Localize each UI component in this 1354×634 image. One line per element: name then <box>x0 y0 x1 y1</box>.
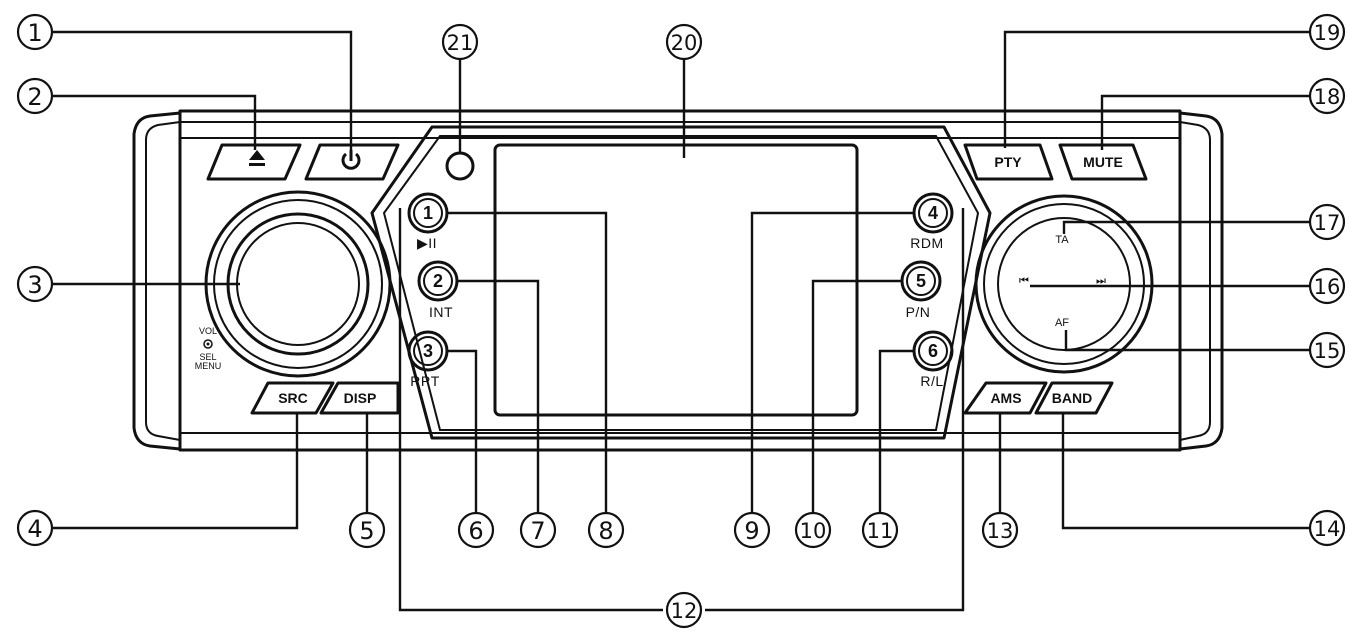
callout-15: 15 <box>1308 331 1346 369</box>
svg-text:2: 2 <box>27 83 42 111</box>
menu-text: MENU <box>195 361 222 371</box>
key-6-number: 6 <box>928 341 938 361</box>
svg-text:7: 7 <box>530 517 545 545</box>
svg-text:3: 3 <box>27 271 42 299</box>
svg-text:19: 19 <box>1314 21 1341 45</box>
key-2[interactable]: 2 <box>417 260 459 302</box>
key-1[interactable]: 1 <box>407 192 449 234</box>
callout-4: 4 <box>16 509 54 547</box>
callout-2: 2 <box>16 77 54 115</box>
callout-5: 5 <box>348 511 386 549</box>
band-button[interactable]: BAND <box>1034 381 1114 415</box>
pty-label: PTY <box>994 154 1022 170</box>
key-4[interactable]: 4 <box>912 192 954 234</box>
svg-text:5: 5 <box>359 517 374 545</box>
pty-button[interactable]: PTY <box>963 143 1054 181</box>
svg-text:6: 6 <box>468 517 483 545</box>
callout-1: 1 <box>16 13 54 51</box>
callout-11: 11 <box>861 511 899 549</box>
callout-7: 7 <box>519 511 557 549</box>
ta-label[interactable]: TA <box>1055 234 1069 246</box>
svg-text:11: 11 <box>867 519 894 543</box>
svg-text:15: 15 <box>1314 339 1341 363</box>
svg-text:10: 10 <box>800 519 827 543</box>
ams-button[interactable]: AMS <box>963 381 1048 415</box>
svg-text:17: 17 <box>1314 211 1341 235</box>
prev-track-icon[interactable]: ⏮ <box>1019 275 1029 287</box>
callout-17: 17 <box>1308 203 1346 241</box>
vol-text: VOL <box>199 326 217 336</box>
key-2-label: INT <box>429 304 453 320</box>
band-label: BAND <box>1052 390 1092 406</box>
svg-text:14: 14 <box>1314 517 1341 541</box>
src-button[interactable]: SRC <box>250 381 335 415</box>
mute-button[interactable]: MUTE <box>1058 143 1148 181</box>
svg-text:4: 4 <box>27 515 42 543</box>
eject-button[interactable] <box>206 143 302 181</box>
callout-8: 8 <box>587 511 625 549</box>
callout-19: 19 <box>1308 13 1346 51</box>
callout-16: 16 <box>1308 267 1346 305</box>
svg-text:1: 1 <box>27 19 42 47</box>
svg-text:13: 13 <box>987 519 1014 543</box>
knob-legend: VOL SEL MENU <box>195 326 222 371</box>
callout-10: 10 <box>794 511 832 549</box>
sel-text: SEL <box>199 352 216 362</box>
callout-6: 6 <box>457 511 495 549</box>
svg-text:12: 12 <box>671 599 698 623</box>
callout-13: 13 <box>981 511 1019 549</box>
key-3-number: 3 <box>423 341 433 361</box>
control-dial[interactable] <box>974 194 1154 374</box>
key-3[interactable]: 3 <box>407 330 449 372</box>
key-2-number: 2 <box>433 271 443 291</box>
key-3-label: RPT <box>410 373 440 389</box>
svg-text:21: 21 <box>447 31 474 55</box>
callout-3: 3 <box>16 265 54 303</box>
next-track-icon[interactable]: ⏭ <box>1096 275 1106 287</box>
callout-9: 9 <box>733 511 771 549</box>
power-icon <box>341 150 361 170</box>
svg-text:9: 9 <box>744 517 759 545</box>
key-5[interactable]: 5 <box>900 260 942 302</box>
disp-label: DISP <box>344 390 377 406</box>
leader-lines <box>52 30 1310 612</box>
svg-text:20: 20 <box>671 31 698 55</box>
callout-14: 14 <box>1308 509 1346 547</box>
callout-18: 18 <box>1308 77 1346 115</box>
key-4-label: RDM <box>910 235 943 251</box>
disp-button[interactable]: DISP <box>319 381 400 415</box>
svg-text:8: 8 <box>598 517 613 545</box>
key-5-label: P/N <box>906 304 931 320</box>
callout-20: 20 <box>665 23 703 61</box>
callout-21: 21 <box>441 23 479 61</box>
key-4-number: 4 <box>928 203 938 223</box>
mute-label: MUTE <box>1083 154 1123 170</box>
key-1-number: 1 <box>423 203 433 223</box>
src-label: SRC <box>278 390 308 406</box>
eject-icon <box>249 150 265 166</box>
key-5-number: 5 <box>916 271 926 291</box>
key-6[interactable]: 6 <box>912 330 954 372</box>
svg-text:18: 18 <box>1314 85 1341 109</box>
svg-text:16: 16 <box>1314 275 1341 299</box>
key-6-label: R/L <box>920 373 943 389</box>
ir-sensor <box>445 151 475 181</box>
key-1-label: ▶II <box>417 235 437 251</box>
chassis <box>132 109 1224 452</box>
lcd-display <box>493 143 859 417</box>
af-label[interactable]: AF <box>1055 317 1069 329</box>
ams-label: AMS <box>990 390 1021 406</box>
callout-12: 12 <box>665 591 703 629</box>
